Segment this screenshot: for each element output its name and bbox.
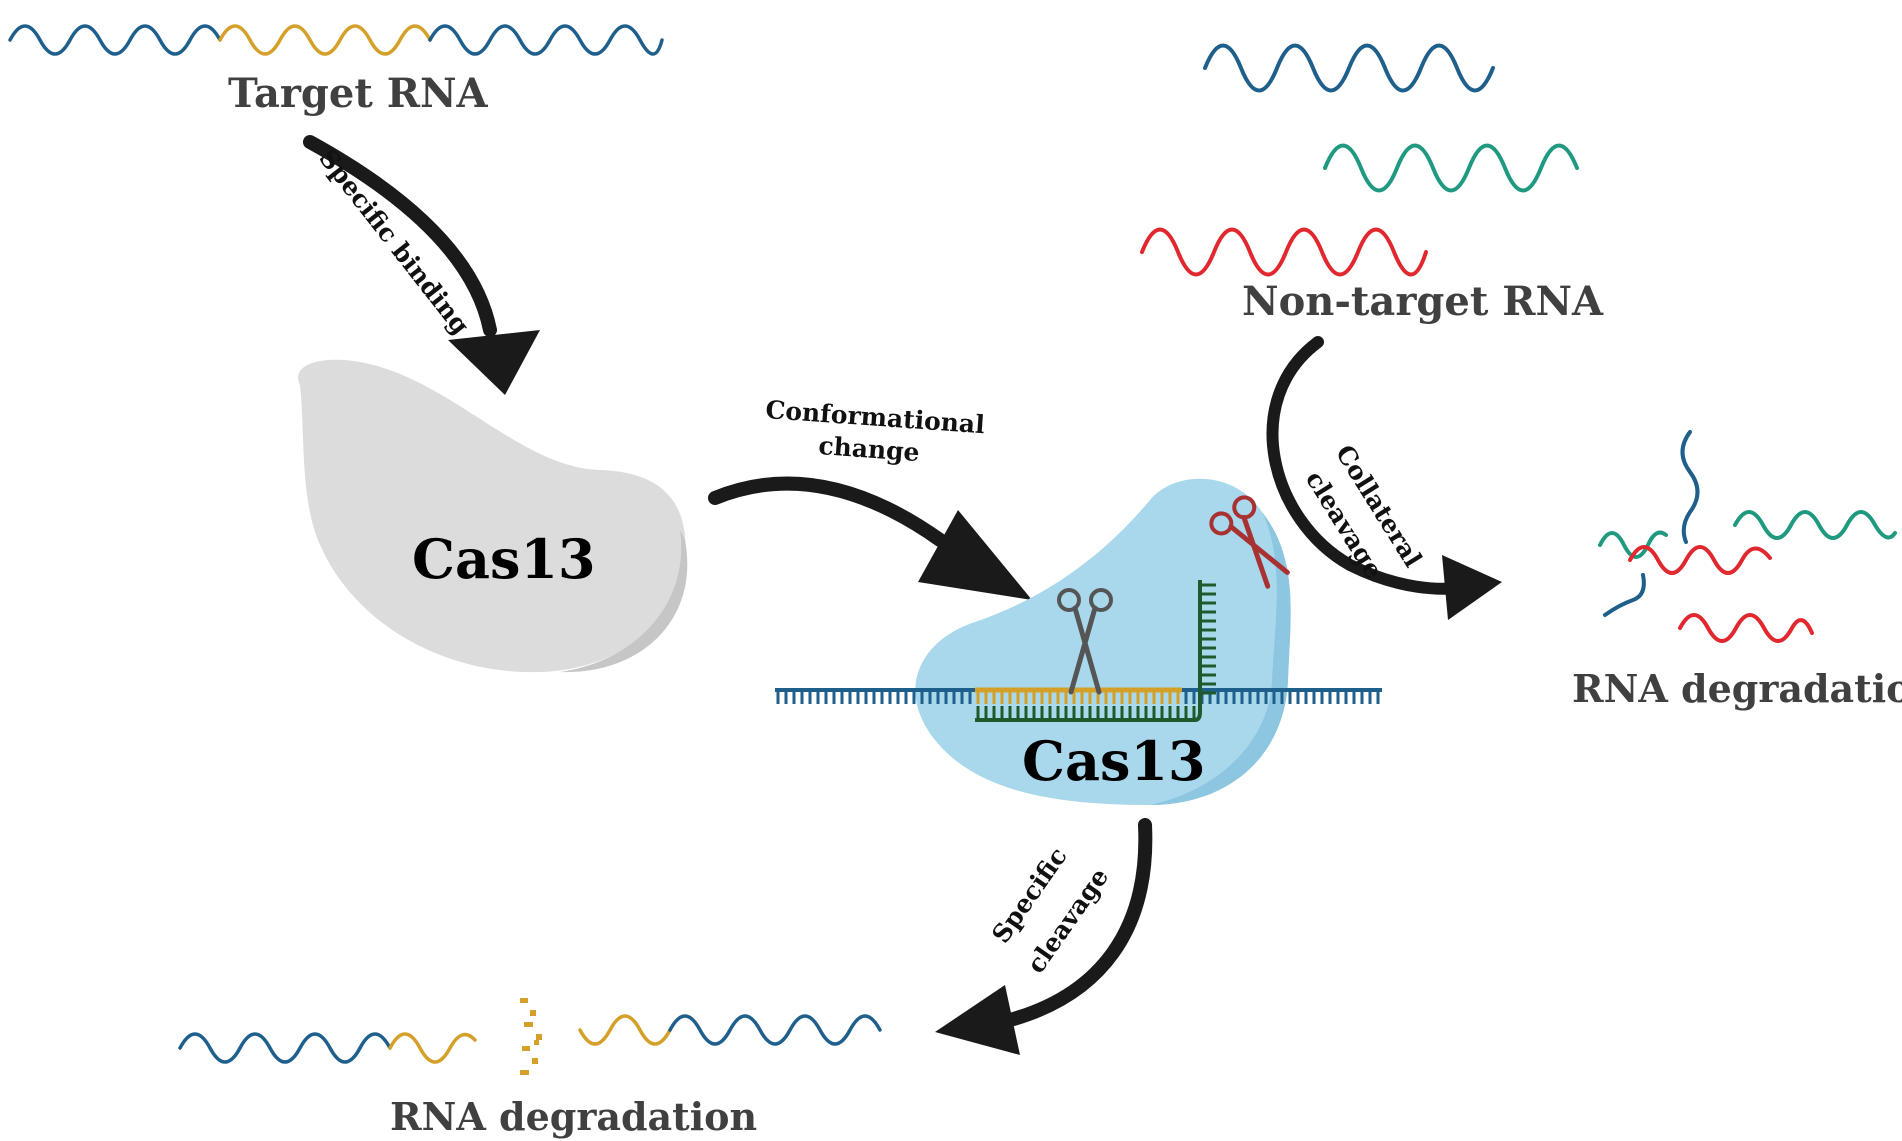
specific-binding-arrow xyxy=(303,135,540,395)
rna-degradation-right-label: RNA degradation xyxy=(1572,666,1902,711)
cas13-inactive-protein xyxy=(298,359,688,673)
target-rna-label: Target RNA xyxy=(228,70,489,117)
conformational-change-label-line2: change xyxy=(818,431,921,467)
bound-target-rna xyxy=(775,687,1382,704)
specific-cleavage-arrow xyxy=(935,818,1153,1055)
target-rna-strand xyxy=(8,24,664,56)
cas13-inactive-label: Cas13 xyxy=(412,527,596,591)
degraded-non-target-fragments xyxy=(1598,430,1897,643)
non-target-rna-strands xyxy=(1140,43,1579,277)
conformational-change-arrow xyxy=(708,476,1032,600)
scissors-icon xyxy=(1209,495,1290,589)
scissors-icon xyxy=(1057,588,1113,695)
non-target-rna-label: Non-target RNA xyxy=(1242,278,1604,325)
rna-degradation-bottom-label: RNA degradation xyxy=(390,1094,757,1139)
cas13-active-protein xyxy=(915,478,1291,805)
conformational-change-label-line1: Conformational xyxy=(765,395,986,439)
cas13-active-label: Cas13 xyxy=(1022,729,1206,793)
collateral-cleavage-arrow xyxy=(1266,336,1502,620)
cleaved-target-rna xyxy=(178,1014,882,1064)
cleaved-fragment-dots xyxy=(520,998,542,1075)
crrna-guide xyxy=(975,580,1216,722)
